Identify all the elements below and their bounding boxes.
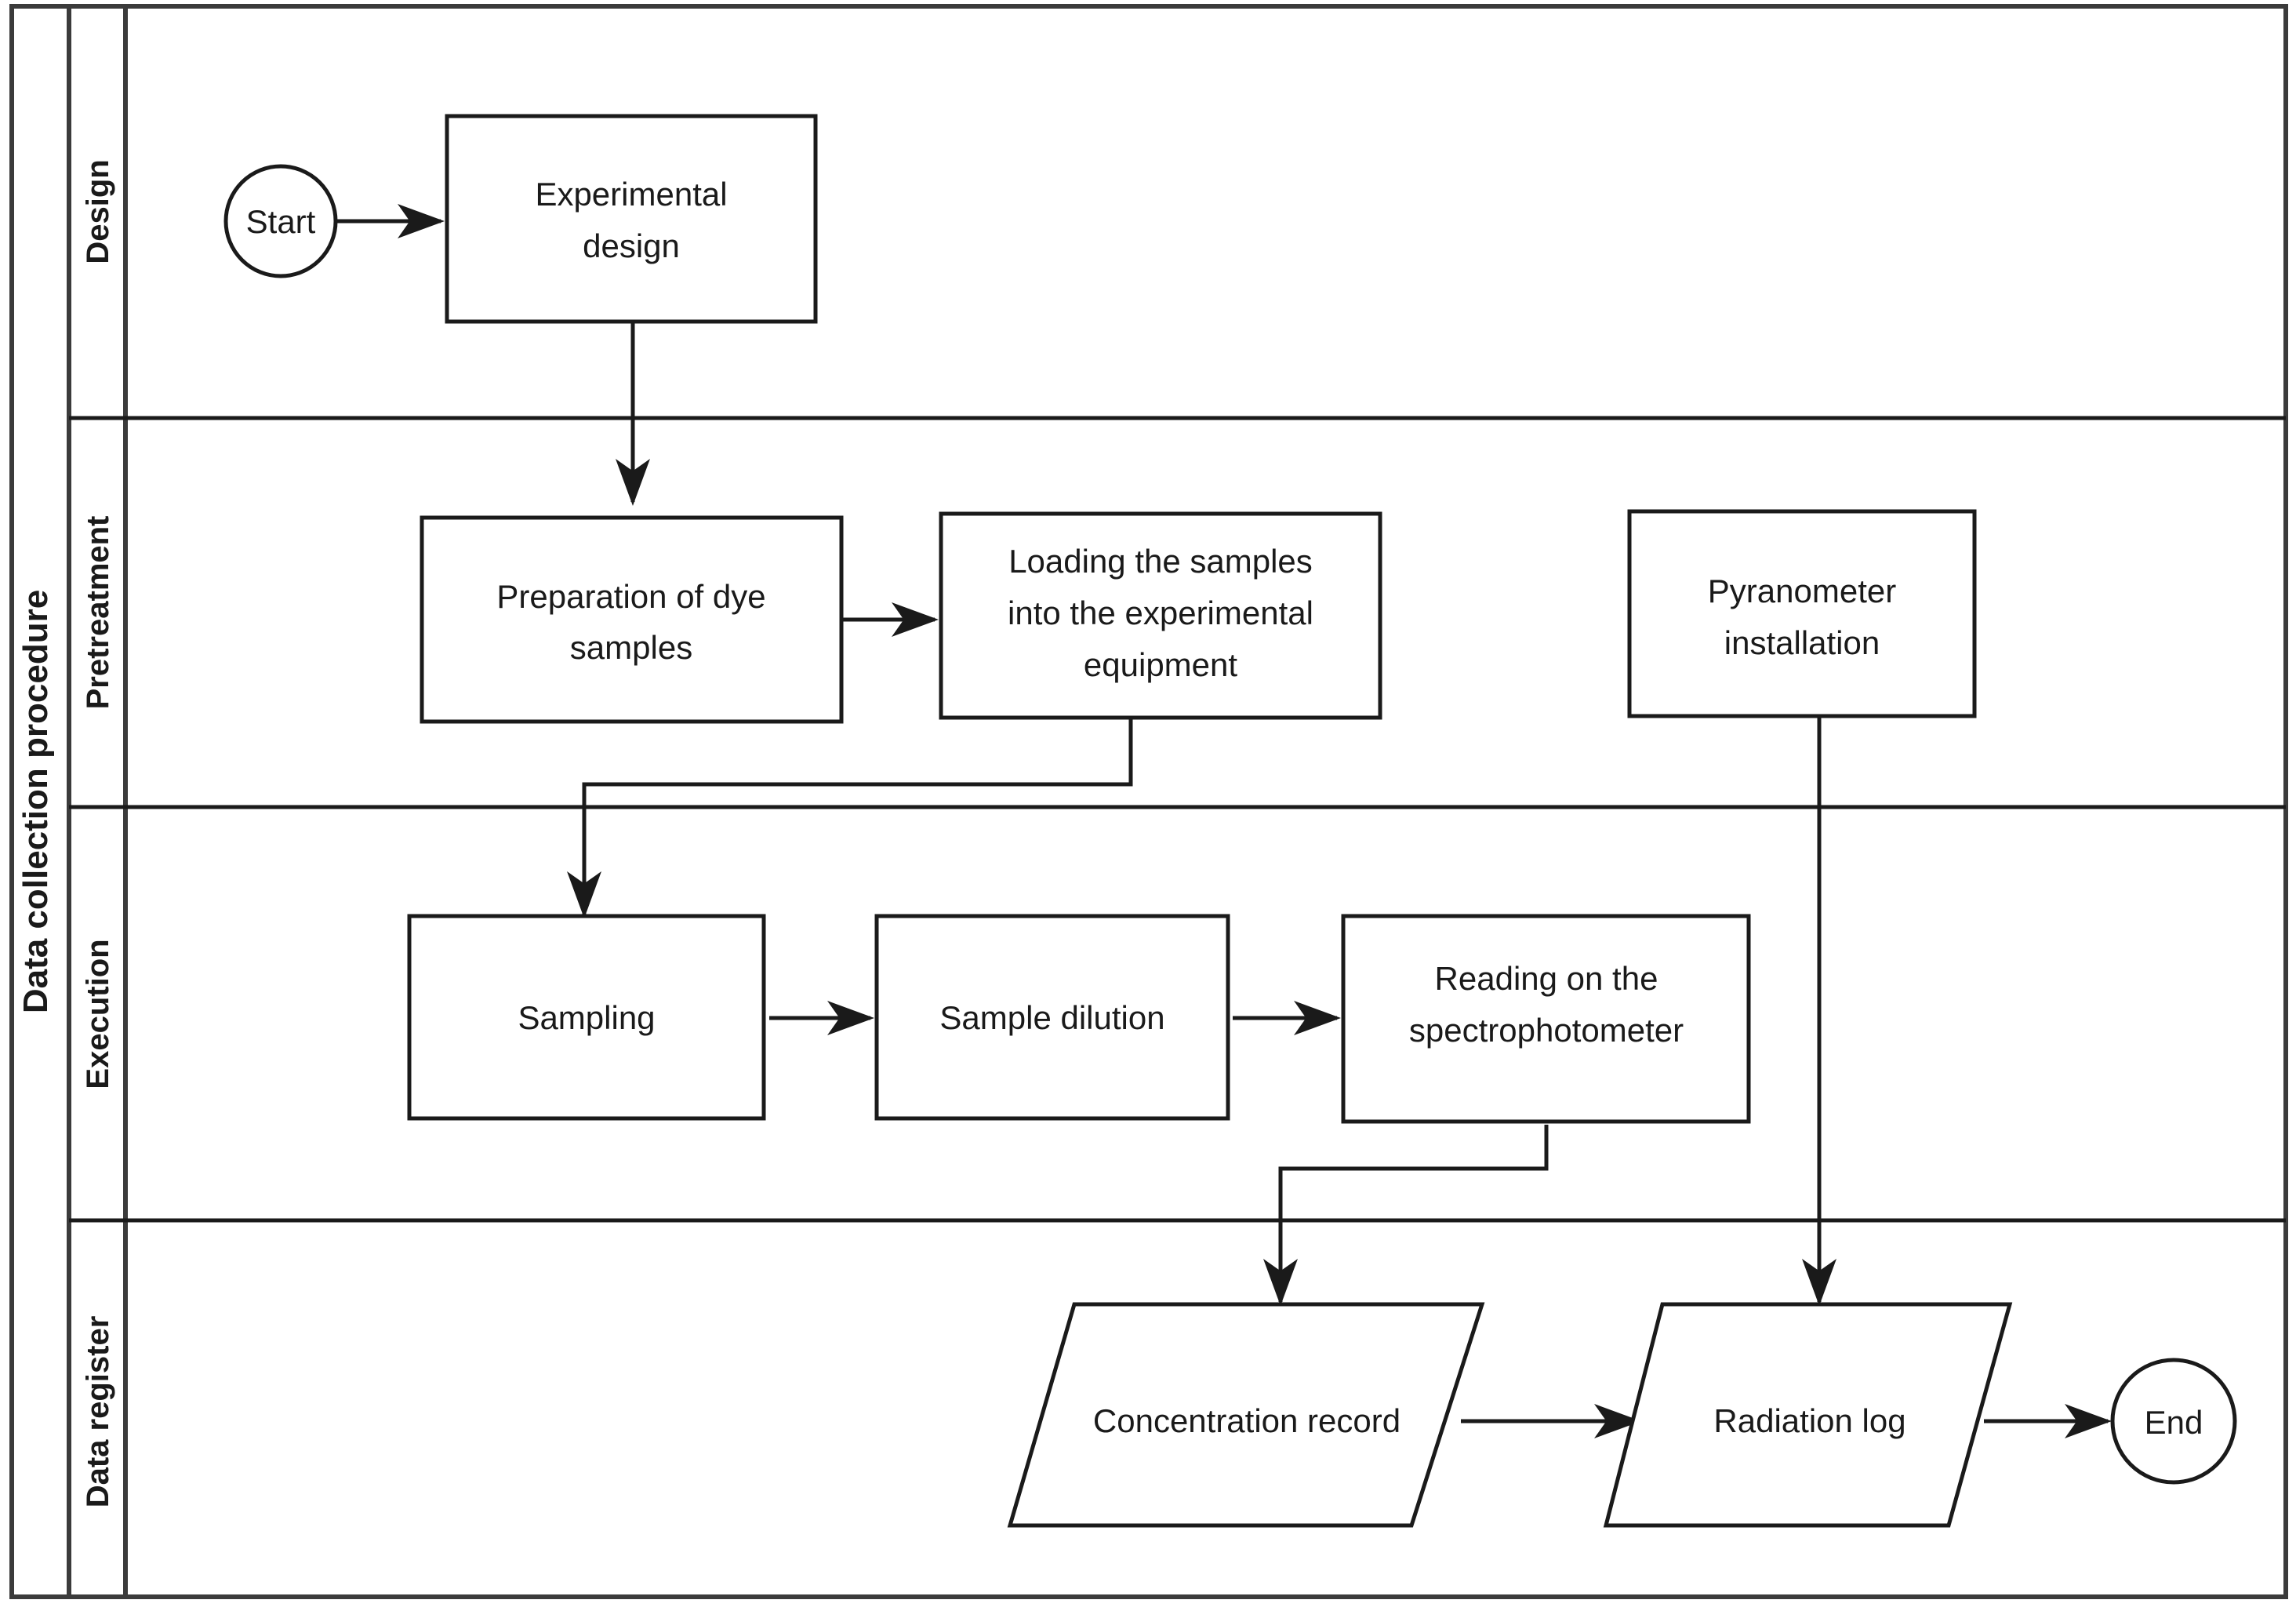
node-radiation-log[interactable]: Radiation log	[1603, 1302, 2013, 1528]
pool-title-text: Data collection procedure	[16, 590, 55, 1013]
reading-on-the-spectrophotometer-box	[1341, 914, 1751, 1124]
radiation-log-parallelogram	[1603, 1302, 2013, 1528]
node-reading-on-the-spectrophotometer[interactable]: Reading on the spectrophotometer	[1341, 914, 1751, 1124]
sampling-box	[407, 914, 766, 1121]
swimlane-frame	[9, 4, 2288, 1599]
node-sample-dilution[interactable]: Sample dilution	[874, 914, 1230, 1121]
node-reading-label-line1: Reading on the	[1435, 960, 1658, 997]
node-loading-label-line1: Loading the samples	[1008, 543, 1313, 580]
node-reading-label-line2: spectrophotometer	[1409, 1012, 1684, 1049]
experimental-design-box	[445, 114, 818, 324]
node-sampling-label: Sampling	[518, 999, 655, 1036]
node-pyranometer-installation[interactable]: Pyranometer installation	[1627, 509, 1977, 718]
concentration-record-parallelogram	[1007, 1302, 1485, 1528]
node-preparation-label-line1: Preparation of dye	[496, 578, 765, 615]
edge-loading-to-sampling	[567, 718, 1133, 918]
node-experimental-design-label-line1: Experimental	[535, 176, 727, 213]
node-pyranometer-label-line2: installation	[1724, 624, 1880, 661]
node-concentration-record-label: Concentration record	[1093, 1402, 1400, 1439]
end-terminator-shape	[2110, 1358, 2237, 1485]
edge-reading-to-concentration-record	[1263, 1125, 1549, 1306]
node-start[interactable]: Start	[223, 164, 338, 278]
pool-title: Data collection procedure	[16, 590, 55, 1013]
node-pyranometer-label-line1: Pyranometer	[1708, 573, 1896, 609]
start-terminator-shape	[223, 164, 338, 278]
lane-title-execution-text: Execution	[81, 939, 115, 1089]
preparation-of-dye-samples-box	[420, 515, 844, 724]
pyranometer-installation-box	[1627, 509, 1977, 718]
node-radiation-log-label: Radiation log	[1713, 1402, 1905, 1439]
lane-title-data-register-text: Data register	[81, 1316, 115, 1508]
node-preparation-of-dye-samples[interactable]: Preparation of dye samples	[420, 515, 844, 724]
node-start-label: Start	[246, 203, 316, 240]
loading-the-samples-box	[939, 511, 1382, 720]
lane-title-design: Design	[81, 159, 115, 264]
lane-title-data-register: Data register	[81, 1316, 115, 1508]
node-loading-label-line2: into the experimental	[1008, 594, 1313, 631]
node-sample-dilution-label: Sample dilution	[939, 999, 1164, 1036]
lane-title-pretreatment: Pretreatment	[81, 516, 115, 710]
node-experimental-design-label-line2: design	[583, 227, 680, 264]
node-preparation-label-line2: samples	[570, 629, 692, 666]
node-end[interactable]: End	[2110, 1358, 2237, 1485]
node-loading-the-samples[interactable]: Loading the samples into the experimenta…	[939, 511, 1382, 720]
lane-title-design-text: Design	[81, 159, 115, 264]
node-sampling[interactable]: Sampling	[407, 914, 766, 1121]
edges-layer	[327, 204, 2112, 1438]
node-loading-label-line3: equipment	[1084, 646, 1237, 683]
lane-title-pretreatment-text: Pretreatment	[81, 516, 115, 710]
lane-title-execution: Execution	[81, 939, 115, 1089]
node-end-label: End	[2145, 1404, 2203, 1441]
node-experimental-design[interactable]: Experimental design	[445, 114, 818, 324]
node-concentration-record[interactable]: Concentration record	[1007, 1302, 1485, 1528]
sample-dilution-box	[874, 914, 1230, 1121]
